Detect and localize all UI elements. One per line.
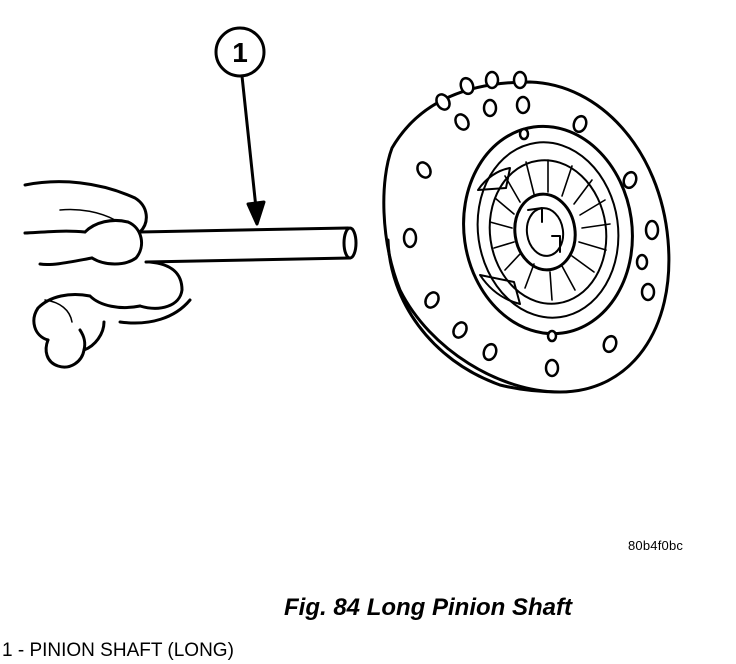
legend-item: 1 - PINION SHAFT (LONG) xyxy=(2,640,234,661)
differential-case-illustration xyxy=(382,70,671,394)
image-reference-code: 80b4f0bc xyxy=(628,538,684,553)
legend-list: 1 - PINION SHAFT (LONG) xyxy=(2,640,234,662)
diagram-illustration: 1 xyxy=(23,26,671,394)
hand-illustration xyxy=(23,180,192,369)
callout-number: 1 xyxy=(232,37,248,68)
pinion-shaft-illustration xyxy=(138,226,358,264)
figure-caption: Fig. 84 Long Pinion Shaft xyxy=(284,594,572,621)
callout-marker xyxy=(214,26,266,226)
